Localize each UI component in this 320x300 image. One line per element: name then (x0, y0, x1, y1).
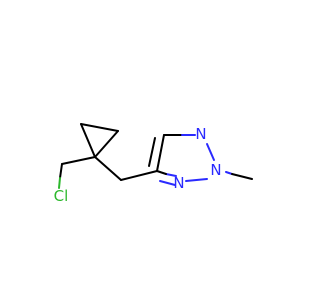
atom-label-n2: N (210, 161, 221, 179)
bond-cp-qc-left (80, 123, 96, 158)
bond-ch2-cl-green (58, 177, 61, 189)
bond-qc-ch2cl (61, 156, 96, 165)
molecule-structure: N N N Cl (54, 123, 253, 205)
bond-n3-c4-black (156, 170, 167, 175)
bond-ch2link-c4 (120, 170, 158, 181)
bond-ch2-cl-black (59, 163, 63, 179)
bond-cp-top (80, 123, 119, 132)
bond-n2-me-blue (225, 171, 233, 175)
bond-c4-c5 (156, 134, 165, 172)
atom-label-cl: Cl (54, 187, 69, 205)
bond-n3-c4-blue (165, 173, 177, 177)
bond-c4-c5-double (148, 137, 156, 167)
bond-qc-ch2link (94, 156, 122, 181)
bond-cp-qc-right (94, 130, 119, 158)
atom-label-n1: N (195, 125, 206, 143)
bond-n3-c4-double (159, 180, 176, 186)
atom-label-n3: N (173, 174, 184, 192)
bond-n2-me-black (231, 173, 253, 180)
bond-n2-n3 (185, 178, 208, 182)
bond-n1-n2 (206, 143, 215, 161)
molecule-canvas: N N N Cl (53, 123, 253, 205)
